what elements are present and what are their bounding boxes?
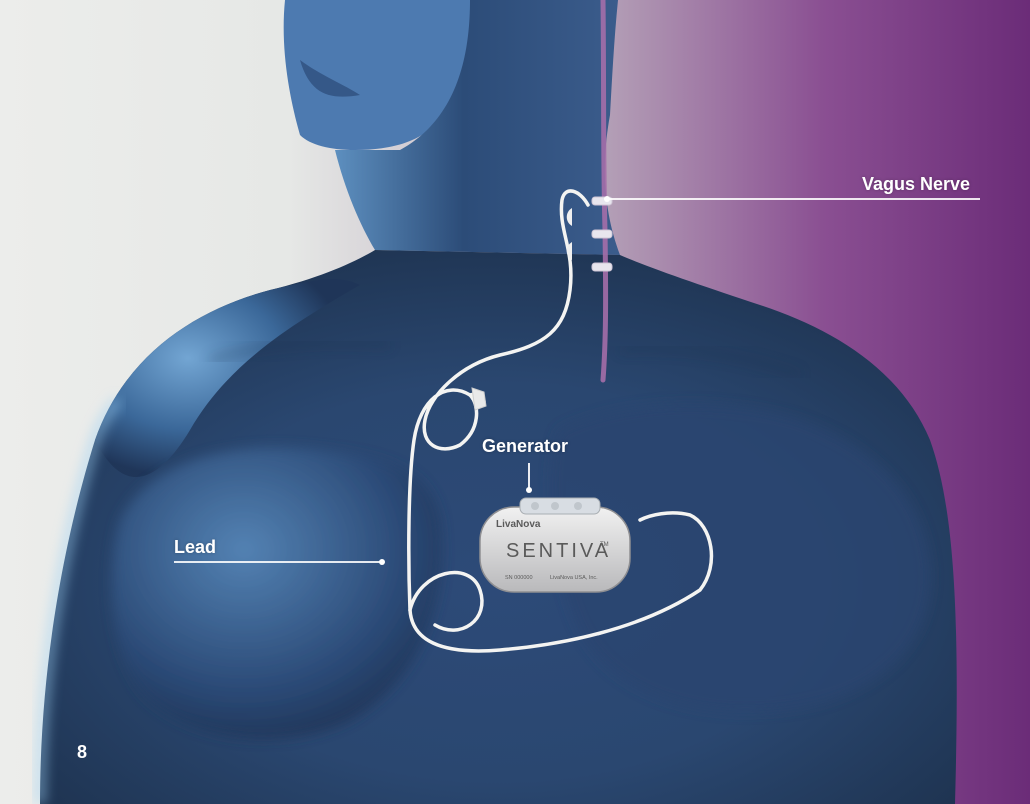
generator-tm-text: TM bbox=[600, 542, 609, 548]
page-number: 8 bbox=[77, 742, 87, 763]
generator-serial-text: SN 000000 bbox=[505, 575, 533, 581]
generator-device: LivaNova SENTIVA TM SN 000000 LivaNova U… bbox=[480, 498, 630, 592]
vagus-nerve bbox=[603, 0, 606, 380]
body-silhouette bbox=[40, 0, 957, 804]
generator-origin-text: LivaNova USA, Inc. bbox=[550, 575, 598, 581]
generator-label: Generator bbox=[482, 436, 568, 457]
generator-brand-text: LivaNova bbox=[496, 519, 541, 530]
generator-model-text: SENTIVA bbox=[506, 540, 611, 562]
lead-label: Lead bbox=[174, 537, 216, 558]
vagus-nerve-label: Vagus Nerve bbox=[862, 174, 970, 195]
